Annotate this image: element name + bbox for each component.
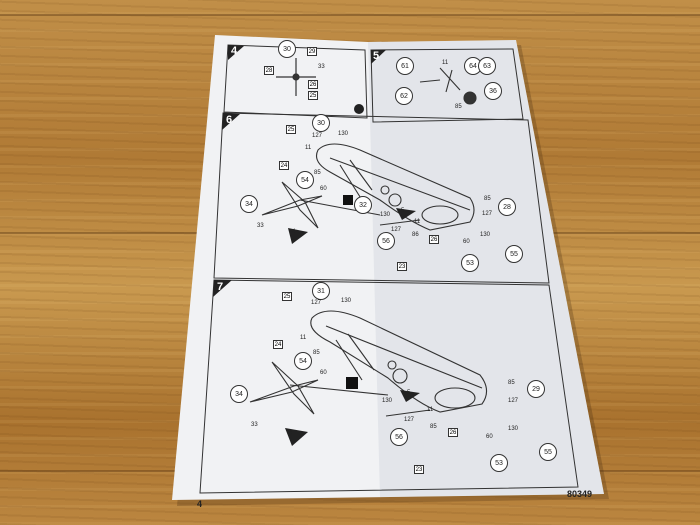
part-box: 24 bbox=[279, 161, 289, 170]
part-callout: 53 bbox=[490, 454, 508, 472]
part-callout: 61 bbox=[396, 57, 414, 75]
step-6-number: 6 bbox=[226, 114, 233, 126]
step-6-helicopter-drawing bbox=[261, 143, 475, 231]
kit-number: 80349 bbox=[567, 489, 593, 499]
part-label: 5 bbox=[401, 208, 405, 214]
part-box: 26 bbox=[429, 235, 439, 244]
part-callout: 55 bbox=[505, 245, 523, 263]
part-label: 127 bbox=[311, 300, 322, 306]
part-label: 130 bbox=[382, 398, 393, 404]
part-box: 26 bbox=[448, 428, 458, 437]
part-label: 33 bbox=[251, 422, 258, 428]
part-callout: 62 bbox=[395, 87, 413, 105]
part-label: 130 bbox=[480, 232, 491, 238]
paper-page bbox=[172, 35, 604, 500]
part-label: 85 bbox=[508, 380, 515, 386]
part-callout: 30 bbox=[278, 40, 296, 58]
part-callout: 32 bbox=[354, 196, 372, 214]
part-box: 26 bbox=[308, 80, 318, 89]
part-callout: 28 bbox=[498, 198, 516, 216]
part-box: 23 bbox=[414, 465, 424, 474]
step-7-number: 7 bbox=[217, 281, 224, 293]
part-label: 130 bbox=[341, 298, 352, 304]
part-label: 11 bbox=[442, 60, 449, 66]
step-7-helicopter-drawing bbox=[249, 310, 488, 417]
part-label: 60 bbox=[463, 239, 470, 245]
part-box: 25 bbox=[286, 125, 296, 134]
part-label: 33 bbox=[318, 64, 325, 70]
part-box: 24 bbox=[273, 340, 283, 349]
part-label: 60 bbox=[320, 370, 327, 376]
part-callout: 55 bbox=[539, 443, 557, 461]
step-6-frame bbox=[213, 112, 550, 284]
step-5-frame bbox=[370, 48, 524, 123]
part-label: 60 bbox=[486, 434, 493, 440]
part-label: 11 bbox=[305, 145, 312, 151]
part-label: 127 bbox=[312, 133, 323, 139]
step-4-number: 4 bbox=[231, 45, 238, 57]
part-label: 85 bbox=[313, 350, 320, 356]
part-label: 11 bbox=[300, 335, 307, 341]
part-callout: 34 bbox=[240, 195, 258, 213]
part-label: 85 bbox=[314, 170, 321, 176]
part-box: 25 bbox=[308, 91, 318, 100]
part-label: 85 bbox=[455, 104, 462, 110]
part-label: 4 bbox=[292, 229, 296, 235]
part-callout: 56 bbox=[377, 232, 395, 250]
part-callout: 56 bbox=[390, 428, 408, 446]
step-4-frame bbox=[223, 44, 368, 119]
part-box: 23 bbox=[397, 262, 407, 271]
step-5-number: 5 bbox=[373, 50, 380, 62]
step-7-frame bbox=[199, 279, 579, 494]
part-label: 127 bbox=[404, 417, 415, 423]
rotor-cross-drawing bbox=[276, 58, 316, 96]
part-callout: 30 bbox=[312, 114, 330, 132]
part-callout: 29 bbox=[527, 380, 545, 398]
part-label: 127 bbox=[482, 211, 493, 217]
part-label: 130 bbox=[508, 426, 519, 432]
part-label: 85 bbox=[430, 424, 437, 430]
page-number: 4 bbox=[197, 499, 203, 509]
part-label: 127 bbox=[391, 227, 402, 233]
landing-gear-drawing bbox=[419, 67, 477, 105]
part-label: 4 bbox=[289, 430, 293, 436]
part-callout: 54 bbox=[296, 171, 314, 189]
part-label: 130 bbox=[338, 131, 349, 137]
part-label: 11 bbox=[427, 407, 434, 413]
part-label: 85 bbox=[484, 196, 491, 202]
part-label: 130 bbox=[380, 212, 391, 218]
part-callout: 36 bbox=[484, 82, 502, 100]
part-label: 11 bbox=[414, 219, 421, 225]
part-label: 5 bbox=[407, 390, 411, 396]
part-label: 33 bbox=[257, 223, 264, 229]
part-callout: 63 bbox=[478, 57, 496, 75]
part-label: 86 bbox=[412, 232, 419, 238]
part-box: 29 bbox=[307, 47, 317, 56]
part-box: 28 bbox=[264, 66, 274, 75]
part-callout: 53 bbox=[461, 254, 479, 272]
part-label: 127 bbox=[508, 398, 519, 404]
part-box: 25 bbox=[282, 292, 292, 301]
part-label: 60 bbox=[320, 186, 327, 192]
part-callout: 34 bbox=[230, 385, 248, 403]
part-callout: 54 bbox=[294, 352, 312, 370]
part-callout: 31 bbox=[312, 282, 330, 300]
